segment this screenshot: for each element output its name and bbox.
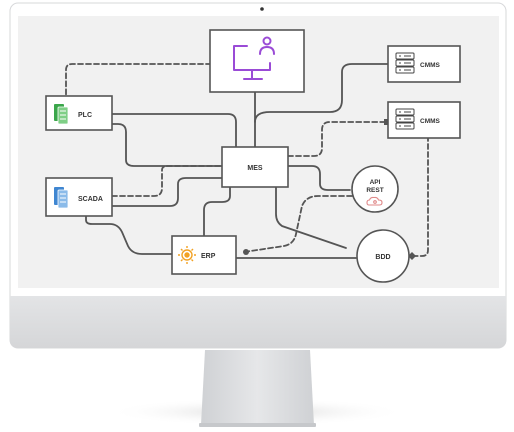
link-plc-mes-1 (111, 113, 237, 148)
link-scada-erp (85, 215, 173, 255)
monitor-chin (10, 296, 506, 348)
camera-dot (260, 7, 264, 11)
stand (201, 350, 314, 425)
node-plc: PLC (45, 95, 113, 131)
mes-label: MES (247, 165, 263, 172)
cmms-top-label: CMMS (420, 62, 441, 69)
link-api-erp (243, 195, 353, 253)
gear-network-icon (178, 246, 196, 264)
link-monitor-plc (65, 63, 212, 97)
node-scada: SCADA (45, 177, 113, 217)
link-scada-mes (111, 177, 223, 207)
plc-label: PLC (78, 112, 92, 119)
node-cmms-bottom: CMMS (387, 101, 461, 139)
server-rack-icon (395, 52, 415, 74)
erp-label: ERP (201, 253, 216, 260)
node-bdd: BDD (356, 229, 410, 283)
cloud-gear-icon (366, 196, 383, 206)
link-mes-api (287, 165, 351, 191)
endpoint-square (384, 119, 390, 125)
monitor-node (209, 29, 305, 93)
node-cmms-top: CMMS (387, 45, 461, 83)
link-cmms-bdd (411, 135, 429, 257)
bdd-label: BDD (375, 254, 390, 261)
server-rack-icon (395, 108, 415, 130)
node-erp: ERP (171, 235, 237, 275)
scada-label: SCADA (78, 196, 103, 203)
api-label-line2: REST (366, 187, 383, 194)
link-mes-cmms-top (254, 63, 389, 123)
cmms-bottom-label: CMMS (420, 118, 441, 125)
endpoint-dot (243, 249, 249, 255)
connections (65, 63, 429, 259)
link-mes-erp (203, 186, 231, 237)
link-plc-mes-2 (111, 123, 223, 167)
link-mes-bdd (275, 186, 347, 249)
link-scada-mes-dashed (111, 165, 221, 197)
stand-base (199, 423, 316, 427)
database-stack-icon (54, 104, 69, 125)
node-api-rest: API REST (351, 165, 399, 213)
monitor-user-icon (233, 36, 275, 80)
endpoint-diamond (408, 252, 416, 260)
node-mes: MES (221, 146, 289, 188)
api-label-line1: API (370, 179, 381, 186)
link-mes-cmms-bottom (287, 121, 386, 157)
database-stack-icon (54, 187, 69, 209)
